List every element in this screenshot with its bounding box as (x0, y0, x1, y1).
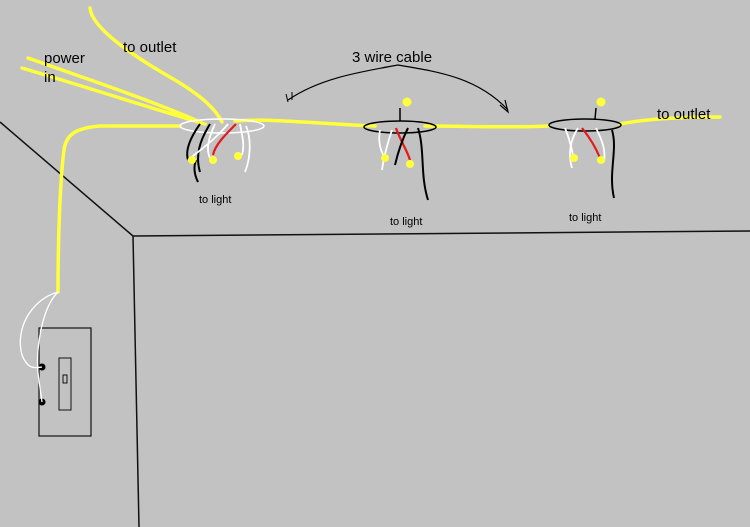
wire-nut-2b (406, 160, 414, 168)
wire-nut-1a (188, 156, 196, 164)
label-to-outlet-right: to outlet (657, 106, 711, 123)
box1-ellipse (179, 118, 265, 134)
wall-corner-line (132, 235, 140, 527)
box3-ellipse (548, 118, 622, 132)
switch-black-wire (36, 291, 59, 403)
junction-box-3: to light (548, 97, 622, 224)
wire-nut-3a (570, 154, 578, 162)
switch-box-outline (38, 327, 92, 437)
label-to-outlet-left: to outlet (123, 39, 177, 56)
wire-nut-2-top (402, 97, 412, 107)
label-power: power (44, 50, 85, 67)
three-wire-brace (287, 64, 509, 111)
switch-white-wire (19, 291, 59, 369)
room-walls (0, 121, 750, 527)
label-to-light-1: to light (199, 194, 231, 206)
label-to-light-2: to light (390, 216, 422, 228)
wire-nut-1b (209, 156, 217, 164)
junction-box-1: to light (179, 118, 265, 206)
brace-arrow-right (499, 99, 510, 114)
wire-nut-3-top (596, 97, 606, 107)
cable-run-3 (618, 115, 722, 126)
label-in: in (44, 69, 56, 86)
cable-run-1 (233, 118, 377, 128)
cable-power-in-2 (20, 66, 207, 126)
cable-wall-drop (56, 124, 182, 294)
ceiling-wall-line (132, 230, 750, 237)
cable-to-outlet-left (88, 6, 224, 124)
label-three-wire-cable: 3 wire cable (352, 49, 432, 66)
switch-box (19, 291, 92, 437)
wire-nut-1c (234, 152, 242, 160)
brace-tick-left (285, 92, 293, 103)
wire-nut-3b (597, 156, 605, 164)
label-to-light-3: to light (569, 212, 601, 224)
ceiling-edge-left (0, 121, 134, 237)
switch-toggle (62, 374, 68, 384)
switch-plate (58, 357, 72, 411)
cable-run-2 (423, 124, 550, 129)
cable-power-in (26, 56, 202, 124)
junction-box-2: to light (363, 97, 437, 228)
wire-nut-2a (381, 154, 389, 162)
